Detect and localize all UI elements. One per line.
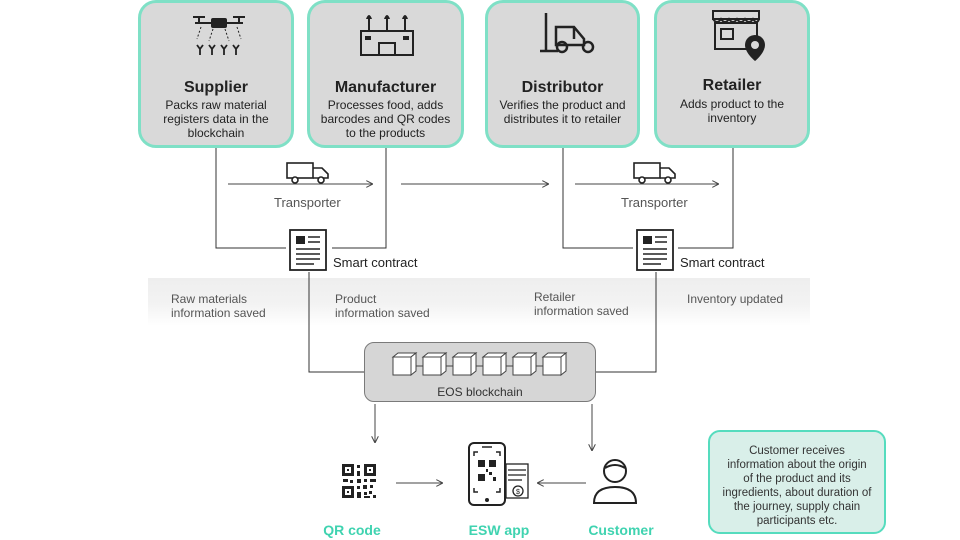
blockchain-records-band [148,278,810,326]
customer-label: Customer [588,522,654,538]
supplier-connector [215,148,286,249]
qr-code-icon [342,464,376,498]
drone-farm-icon [193,16,245,55]
inventory-updated-label: Inventory updated [687,292,784,306]
retailer-title: Retailer [702,77,762,94]
phone-app-icon: $ [468,442,529,506]
distributor-card: Distributor Verifies the product and dis… [485,0,640,148]
esw-app-label: ESW app [468,522,530,538]
factory-icon [360,15,414,56]
transporter-label: Transporter [621,195,688,210]
left-contract-to-chain [308,272,364,373]
customer-info-text: Customer receives information about the … [722,445,872,527]
truck-icon [633,162,676,184]
raw-materials-saved-label: Raw materials information saved [171,292,266,320]
supplier-description: Packs raw material registers data in the… [163,98,269,140]
right-contract-to-chain [596,272,657,373]
manufacturer-connector [332,148,387,249]
retailer-connector [678,148,734,249]
customer-person-icon [592,459,638,504]
manufacturer-description: Processes food, adds barcodes and QR cod… [320,98,451,140]
store-location-icon [712,10,765,61]
contract-document-icon [636,229,674,271]
blockchain-blocks-icon [391,351,568,377]
smart-contract-label: Smart contract [680,255,765,270]
product-saved-label: Product information saved [335,292,430,320]
manufacturer-title: Manufacturer [334,79,437,96]
manufacturer-card: Manufacturer Processes food, adds barcod… [307,0,464,148]
smart-contract-label: Smart contract [333,255,418,270]
transporter-label: Transporter [274,195,341,210]
blockchain-label: EOS blockchain [437,385,523,399]
distributor-description: Verifies the product and distributes it … [499,98,626,126]
truck-icon [286,162,329,184]
eos-blockchain: EOS blockchain [364,342,596,402]
retailer-card: Retailer Adds product to the inventory [654,0,810,148]
supplier-title: Supplier [183,79,248,96]
contract-document-icon [289,229,327,271]
customer-info-box: Customer receives information about the … [708,430,886,534]
retailer-description: Adds product to the inventory [679,97,785,125]
supplier-card: Supplier Packs raw material registers da… [138,0,294,148]
distributor-title: Distributor [521,79,604,96]
distributor-connector [562,148,633,249]
forklift-icon [540,13,595,54]
retailer-saved-label: Retailer information saved [534,290,629,318]
svg-text:$: $ [516,489,520,496]
qr-code-label: QR code [323,522,381,538]
